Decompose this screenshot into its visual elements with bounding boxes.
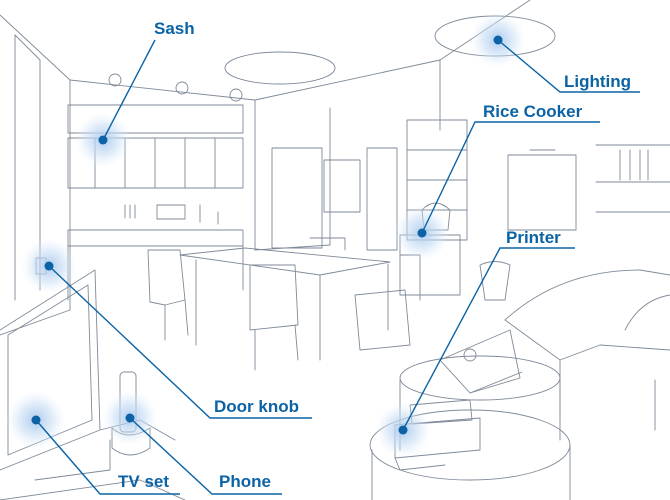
leader-lines bbox=[35, 39, 640, 495]
highlight-glows bbox=[6, 12, 526, 458]
label-lighting: Lighting bbox=[564, 72, 632, 91]
door-knob-dot bbox=[44, 261, 54, 271]
lighting-dot bbox=[493, 35, 503, 45]
tv-set-leader bbox=[35, 419, 180, 495]
phone-dot bbox=[125, 413, 135, 423]
phone-leader bbox=[129, 417, 282, 495]
label-sash: Sash bbox=[154, 19, 195, 38]
label-tv-set: TV set bbox=[118, 472, 170, 491]
rice-cooker-dot bbox=[417, 228, 427, 238]
sash-dot bbox=[98, 135, 108, 145]
leader-dots bbox=[31, 35, 503, 435]
door-knob-leader bbox=[48, 265, 312, 419]
printer-leader bbox=[402, 247, 575, 431]
printer-dot bbox=[398, 425, 408, 435]
label-phone: Phone bbox=[219, 472, 271, 491]
label-printer: Printer bbox=[506, 228, 561, 247]
tv-set-dot bbox=[31, 415, 41, 425]
sash-leader bbox=[102, 39, 156, 141]
lighting-leader bbox=[497, 39, 640, 93]
label-rice-cooker: Rice Cooker bbox=[483, 102, 583, 121]
label-door-knob: Door knob bbox=[214, 397, 299, 416]
rice-cooker-leader bbox=[421, 121, 600, 234]
